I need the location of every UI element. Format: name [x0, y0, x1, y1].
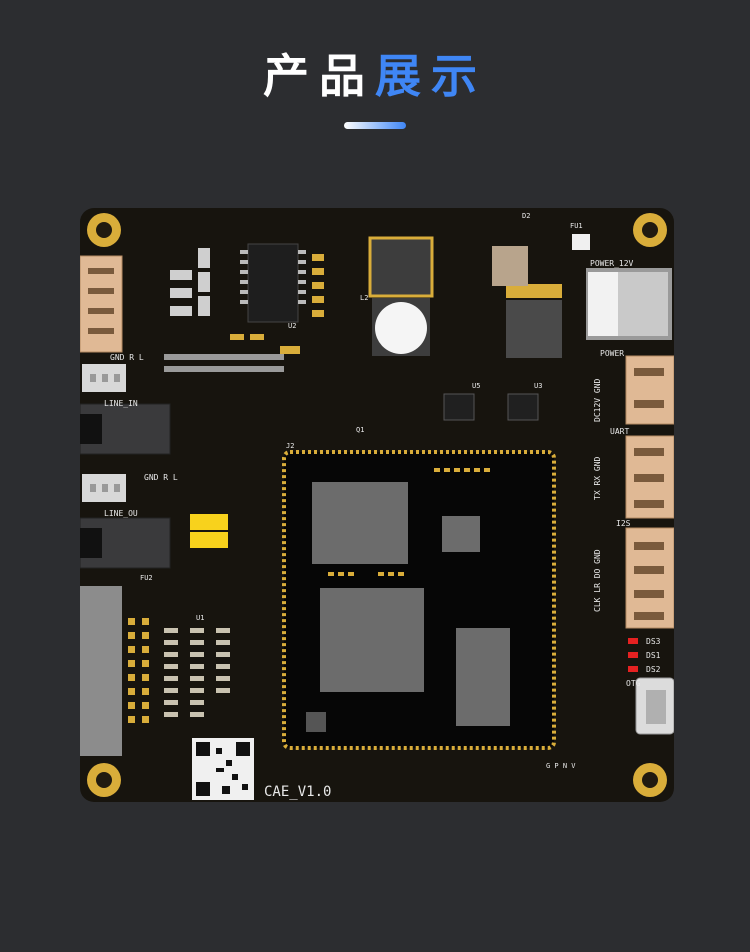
pin-header [128, 618, 149, 723]
label-u5: U5 [472, 382, 480, 390]
label-uart: UART [610, 427, 629, 436]
label-u3: U3 [534, 382, 542, 390]
label-ds2: DS2 [646, 665, 661, 674]
label-i2s-pins: CLK LR DO GND [593, 549, 602, 612]
label-power-pins: DC12V GND [593, 378, 602, 422]
title-underline [344, 122, 406, 129]
label-fu1: FU1 [570, 222, 583, 230]
label-ds1: DS1 [646, 651, 661, 660]
label-gnd-rl-bottom: GND R L [144, 473, 178, 482]
label-uart-pins: TX RX GND [593, 456, 602, 500]
label-line-out: LINE_OU [104, 509, 138, 518]
label-line-in: LINE_IN [104, 399, 138, 408]
title-part-white: 产品 [263, 49, 375, 103]
title-part-blue: 展示 [375, 49, 487, 103]
label-gnd-rl-top: GND R L [110, 353, 144, 362]
pcb-board-image: GND R L LINE_IN GND R L LINE_OU POWER_12… [80, 208, 674, 802]
label-u2: U2 [288, 322, 296, 330]
label-power: POWER [600, 349, 624, 358]
label-d2: D2 [522, 212, 530, 220]
label-u1: U1 [196, 614, 204, 622]
label-power-12v: POWER_12V [590, 259, 634, 268]
label-otg: OTG [626, 679, 641, 688]
label-j2: J2 [286, 442, 294, 450]
mounting-holes [87, 213, 667, 797]
label-ds3: DS3 [646, 637, 661, 646]
label-l2: L2 [360, 294, 368, 302]
label-debug-pins: G P N V [546, 762, 576, 770]
label-fu2: FU2 [140, 574, 153, 582]
page-title: 产品展示 [0, 40, 750, 106]
label-q1: Q1 [356, 426, 364, 434]
board-version: CAE_V1.0 [264, 784, 331, 800]
label-i2s: I2S [616, 519, 631, 528]
